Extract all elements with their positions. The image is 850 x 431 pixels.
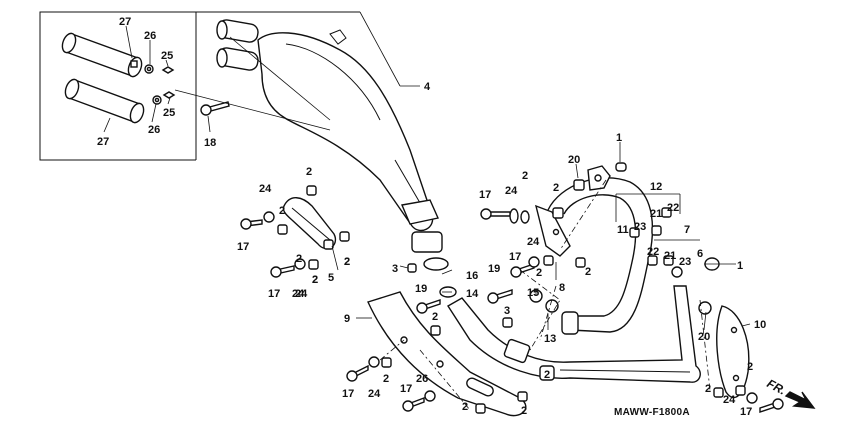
callout-24: 24 xyxy=(259,183,272,195)
callout-2: 2 xyxy=(383,373,389,385)
callout-24: 24 xyxy=(368,388,381,400)
callouts: 27 26 25 25 26 27 4 18 1 20 12 11 21 22 … xyxy=(97,16,766,418)
callout-23: 23 xyxy=(634,221,646,233)
protector-plate xyxy=(367,291,527,417)
fr-label: FR. xyxy=(765,376,789,397)
callout-7: 7 xyxy=(684,224,690,236)
callout-24: 24 xyxy=(295,288,308,300)
callout-17: 17 xyxy=(342,388,354,400)
callout-22: 22 xyxy=(647,246,659,258)
link-pipe xyxy=(447,285,701,383)
callout-2: 2 xyxy=(585,266,591,278)
callout-26: 26 xyxy=(148,124,160,136)
callout-2: 2 xyxy=(344,256,350,268)
callout-17: 17 xyxy=(509,251,521,263)
callout-2: 2 xyxy=(544,369,550,381)
front-direction-indicator: FR. xyxy=(765,376,816,409)
callout-11: 11 xyxy=(617,224,629,236)
inset-box xyxy=(39,11,360,161)
callout-2: 2 xyxy=(522,170,528,182)
callout-3: 3 xyxy=(392,263,398,275)
callout-24: 24 xyxy=(723,394,736,406)
callout-2: 2 xyxy=(553,182,559,194)
callout-27: 27 xyxy=(97,136,109,148)
callout-14: 14 xyxy=(466,288,479,300)
protector-cover xyxy=(716,305,750,399)
callout-2: 2 xyxy=(306,166,312,178)
callout-24: 24 xyxy=(505,185,518,197)
callout-24: 24 xyxy=(292,288,305,300)
callout-1: 1 xyxy=(737,260,743,272)
cover-lower xyxy=(64,78,145,124)
callout-19: 19 xyxy=(415,283,427,295)
callout-19: 19 xyxy=(488,263,500,275)
callout-26: 26 xyxy=(144,30,156,42)
callout-2: 2 xyxy=(536,267,542,279)
callout-2: 2 xyxy=(279,205,285,217)
diagram-code: MAWW-F1800A xyxy=(614,407,690,418)
hardware xyxy=(200,101,784,414)
callout-21: 21 xyxy=(650,208,662,220)
callout-2: 2 xyxy=(705,383,711,395)
callout-2: 2 xyxy=(747,361,753,373)
callout-25: 25 xyxy=(161,50,173,62)
callout-17: 17 xyxy=(740,406,752,418)
callout-17: 17 xyxy=(268,288,280,300)
leader-lines xyxy=(103,11,751,411)
cover-upper xyxy=(61,32,143,78)
callout-17: 17 xyxy=(400,383,412,395)
callout-17: 17 xyxy=(237,241,249,253)
callout-2: 2 xyxy=(296,253,302,265)
callout-22: 22 xyxy=(667,202,679,214)
callout-6: 6 xyxy=(697,248,703,260)
callout-21: 21 xyxy=(664,250,676,262)
callout-2: 2 xyxy=(462,401,468,413)
callout-13: 13 xyxy=(544,333,556,345)
callout-12: 12 xyxy=(650,181,662,193)
callout-2: 2 xyxy=(344,256,350,268)
callout-2: 2 xyxy=(312,274,318,286)
callout-26: 26 xyxy=(416,373,428,385)
callout-5: 5 xyxy=(328,272,334,284)
callout-15: 15 xyxy=(527,287,539,299)
exhaust-pipe xyxy=(547,165,654,335)
callout-2: 2 xyxy=(312,274,318,286)
callout-1: 1 xyxy=(616,132,622,144)
callout-27: 27 xyxy=(119,16,131,28)
callout-17: 17 xyxy=(479,189,491,201)
callout-2: 2 xyxy=(521,405,527,417)
callout-20: 20 xyxy=(698,331,710,343)
callout-25: 25 xyxy=(163,107,175,119)
callout-2: 2 xyxy=(432,311,438,323)
callout-9: 9 xyxy=(344,313,350,325)
callout-24: 24 xyxy=(527,236,540,248)
callout-23: 23 xyxy=(679,256,691,268)
heat-shield-plate xyxy=(534,204,571,257)
callout-18: 18 xyxy=(204,137,216,149)
callout-16: 16 xyxy=(466,270,478,282)
callout-20: 20 xyxy=(568,154,580,166)
callout-3: 3 xyxy=(504,305,510,317)
callout-10: 10 xyxy=(754,319,766,331)
callout-8: 8 xyxy=(559,282,565,294)
callout-4: 4 xyxy=(424,81,431,93)
muffler xyxy=(216,19,449,271)
